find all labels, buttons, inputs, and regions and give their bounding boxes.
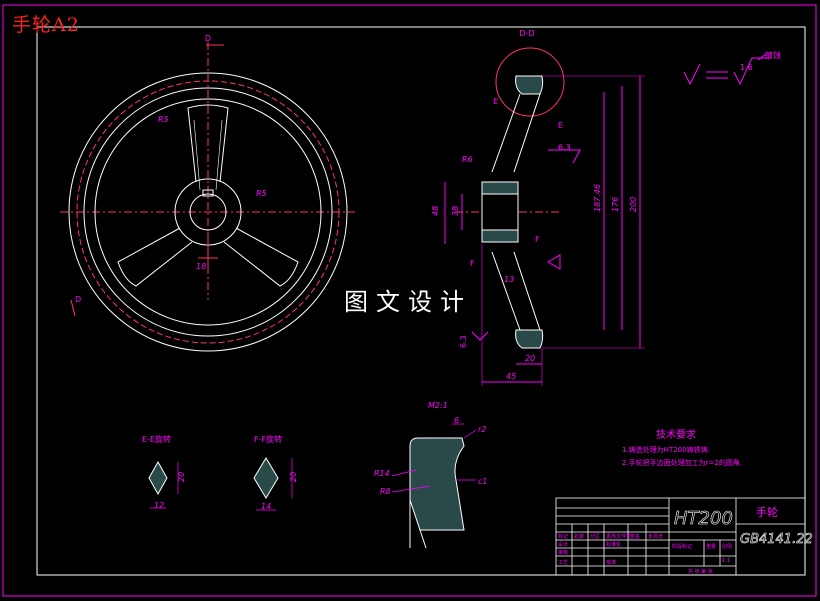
title-material: HT200: [674, 508, 733, 529]
spoke-section-bottom: [491, 251, 541, 331]
dim-hub-18: 18: [196, 262, 206, 271]
dim-r5-hub: R5: [256, 189, 267, 198]
title-part-name: 手轮: [756, 505, 778, 519]
surface-note-text: 镀蚀: [765, 50, 781, 60]
detail-scale: M2:1: [428, 401, 448, 410]
tb-left-3: 工艺: [558, 560, 568, 566]
view-ee-title: E-E旋转: [142, 434, 171, 444]
tb-cell-2: 处数: [574, 533, 584, 540]
tb-left-1: 设计: [558, 541, 568, 548]
detail-dim-c1: c1: [478, 477, 488, 486]
tb-mid-1: 标准化: [606, 541, 621, 548]
drawing-title: 手轮A2: [12, 14, 80, 36]
dim-r6: R6: [462, 155, 473, 164]
rim-mid: [83, 87, 333, 337]
spoke-left: [117, 227, 193, 287]
dim-48: 48: [431, 206, 440, 216]
rim-inner: [94, 98, 322, 326]
detail-view: [409, 437, 465, 549]
tb-cell-4: 更改文件号: [606, 533, 631, 540]
hub-bore: [189, 193, 227, 231]
tb-left-2: 审核: [558, 549, 568, 556]
ff-height: 20: [289, 472, 298, 482]
section-marker-top: D: [205, 34, 211, 43]
marker-f-left: F: [470, 259, 475, 268]
detail-dim-r2: r2: [478, 425, 486, 434]
detail-dim-r14: R14: [374, 469, 390, 478]
tb-scale-label: 比例: [722, 543, 732, 550]
ee-section: [148, 460, 168, 496]
tb-mid-2: 批准: [606, 559, 616, 566]
spoke-top: [187, 104, 229, 183]
dim-176: 176: [611, 197, 620, 212]
tb-weight: 重量: [706, 543, 716, 550]
tb-cell-3: 分区: [590, 533, 600, 540]
ff-section: [253, 457, 279, 499]
inner-frame: [36, 26, 806, 576]
detail-dim-6: 6: [454, 416, 459, 425]
detail-dim-r8: R8: [380, 487, 391, 496]
front-view: [60, 42, 355, 352]
title-standard: GB4141.22: [740, 532, 813, 547]
rim-section-top: [515, 75, 544, 95]
marker-f-right: F: [535, 235, 540, 244]
dim-187: 187.46: [593, 184, 602, 212]
tech-req-heading: 技术要求: [656, 428, 696, 441]
dim-r5-top: R5: [158, 115, 169, 124]
outer-frame: [2, 4, 817, 597]
tb-cell-1: 标记: [558, 533, 568, 540]
watermark: 图文设计: [340, 287, 476, 317]
dim-13: 13: [504, 275, 514, 284]
dim-38: 38: [451, 206, 460, 216]
dim-45: 45: [506, 372, 516, 381]
tech-req-item-1: 1.铸造处理为HT200铸铁铸.: [622, 445, 710, 454]
title-block: [555, 497, 806, 576]
ra-1.6: 1.6: [740, 63, 753, 72]
rim-center: [76, 80, 340, 344]
spoke-right: [223, 227, 299, 287]
tech-req-item-2: 2.手轮把手边面处理加工为r=2的圆角.: [622, 458, 742, 467]
dim-200: 200: [629, 197, 638, 212]
ee-width: 12: [154, 501, 164, 510]
section-title-dd: D-D: [519, 29, 534, 38]
view-ff-title: F-F旋转: [254, 434, 282, 444]
rim-outer: [68, 72, 348, 352]
keyway: [202, 189, 214, 197]
ra-6.3-a: 6.3: [558, 143, 571, 152]
ff-width: 14: [261, 502, 271, 511]
ra-6.3-b: 6.3: [459, 335, 468, 348]
ee-height: 20: [177, 472, 186, 482]
hub-bore-section: [481, 193, 519, 231]
marker-e-left: E: [493, 97, 498, 106]
rim-section-bottom: [515, 329, 544, 349]
section-view: [444, 47, 645, 386]
tb-sheet: 共 张 第 张: [688, 568, 713, 575]
tb-scale: 1:1: [722, 558, 730, 564]
tb-stage: 阶段标记: [672, 543, 692, 550]
tb-cell-6: 年月日: [648, 533, 663, 540]
surface-note: [683, 53, 770, 86]
dim-20: 20: [525, 354, 535, 363]
tb-cell-5: 签名: [630, 533, 640, 540]
section-marker-bottom: D: [75, 295, 81, 304]
spoke-section-top: [491, 93, 541, 173]
marker-e-right: E: [558, 121, 563, 130]
